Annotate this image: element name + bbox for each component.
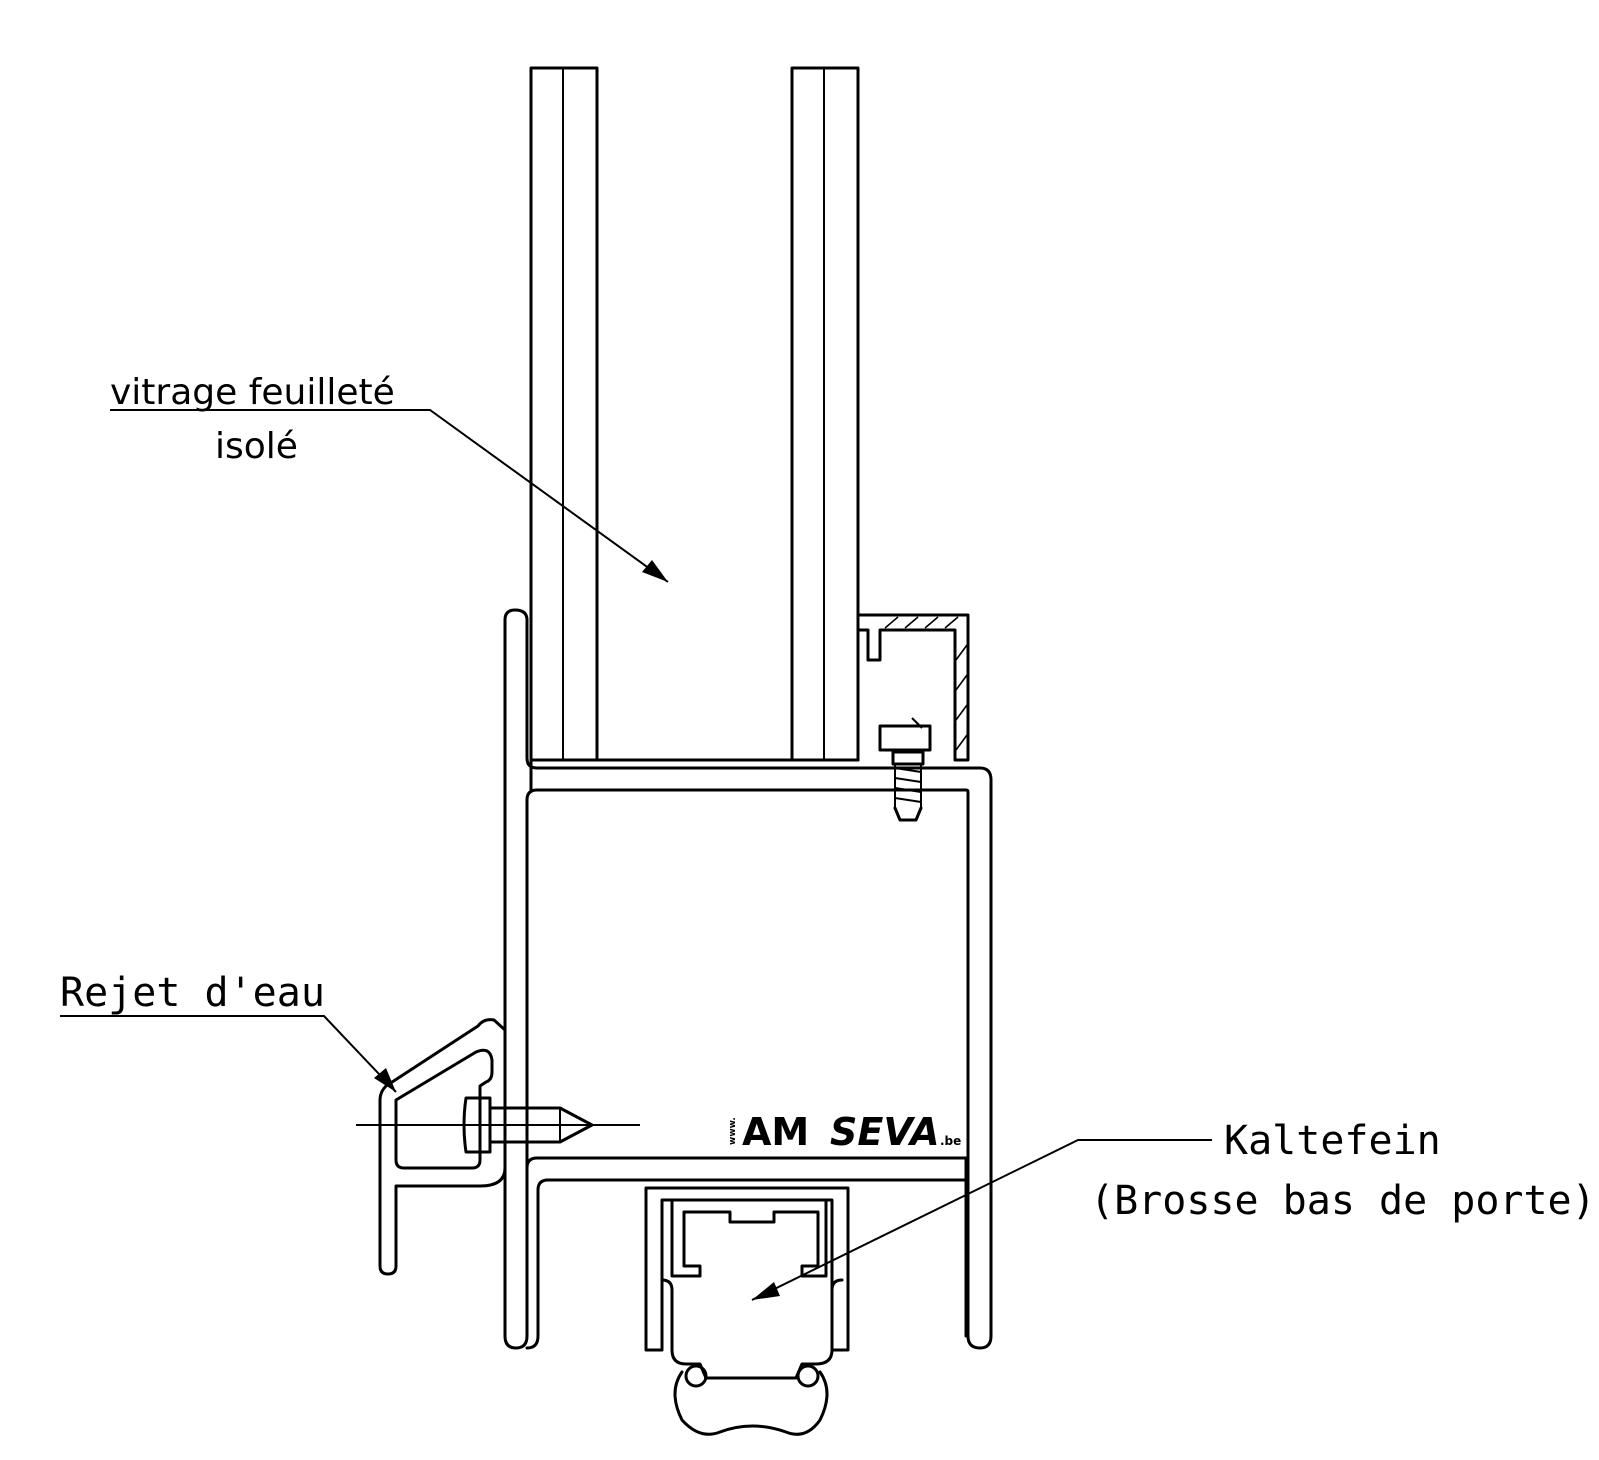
drip-label: Rejet d'eau <box>60 970 325 1016</box>
screw-icon <box>891 750 925 822</box>
drip-profile-icon <box>378 1018 507 1276</box>
amseva-logo: www. AM SEVA .be <box>728 1110 961 1154</box>
seal-label-line1: Kaltefein <box>1224 1118 1441 1164</box>
logo-prefix: www. <box>728 1117 738 1145</box>
glazing-label-line1: vitrage feuilleté <box>110 372 395 413</box>
drip-callout: Rejet d'eau <box>60 970 397 1093</box>
seal-label-line2: (Brosse bas de porte) <box>1090 1178 1596 1224</box>
brush-seal-icon <box>644 1186 850 1436</box>
drip-screw <box>356 1096 640 1154</box>
glazing-label-line2: isolé <box>215 426 298 467</box>
logo-suffix: .be <box>940 1134 961 1148</box>
frame-profile <box>503 608 993 1350</box>
logo-seva: SEVA <box>830 1110 940 1154</box>
glazing-callout: vitrage feuilleté isolé <box>110 372 669 583</box>
logo-am: AM <box>742 1110 809 1154</box>
glass-pane-icon <box>529 66 860 762</box>
seal-callout: Kaltefein (Brosse bas de porte) <box>751 1118 1596 1301</box>
glazing-bead <box>856 613 970 762</box>
